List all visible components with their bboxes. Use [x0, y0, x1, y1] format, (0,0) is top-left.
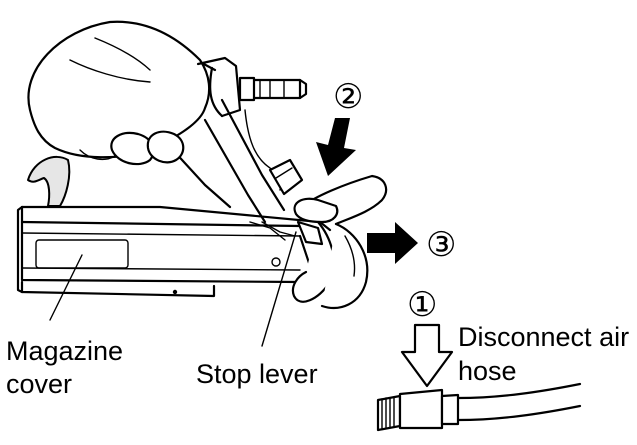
- step-2-marker: ②: [333, 78, 363, 116]
- disconnect-air-hose-label-line1: Disconnect air: [458, 322, 629, 352]
- push-down-arrow: [316, 118, 356, 176]
- step-3-marker: ③: [426, 226, 456, 264]
- magazine-cover-label-line1: Magazine: [6, 336, 123, 366]
- step-1-marker: ①: [407, 286, 437, 324]
- air-plug: [198, 58, 306, 116]
- hose-coupler: [378, 384, 580, 430]
- magazine: [18, 207, 330, 296]
- pull-right-arrow: [367, 222, 418, 264]
- dust-cap: [245, 110, 302, 194]
- stop-lever-label: Stop lever: [196, 359, 318, 389]
- left-hand: [28, 22, 209, 164]
- disconnect-air-hose-label-line2: hose: [458, 356, 517, 386]
- magazine-cover-label-line2: cover: [6, 369, 72, 399]
- magazine-cover-leader: [50, 255, 82, 320]
- trigger-hook: [28, 157, 69, 206]
- disconnect-down-arrow: [402, 325, 452, 386]
- stop-lever-leader: [262, 232, 296, 346]
- magazine-cover: [36, 240, 128, 268]
